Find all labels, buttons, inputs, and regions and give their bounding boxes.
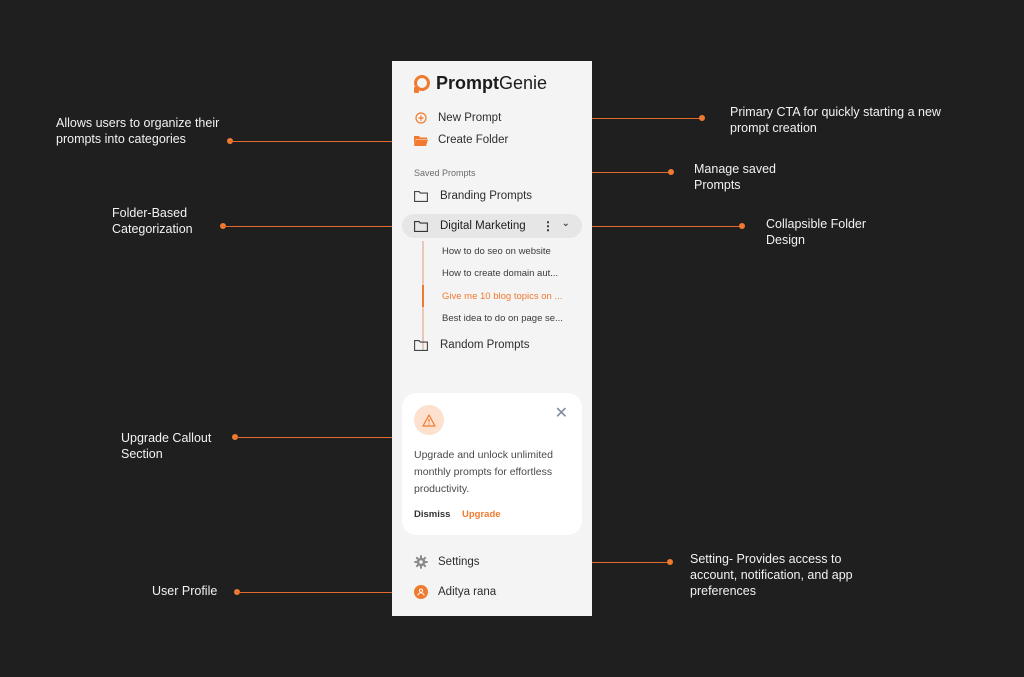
saved-prompts-heading: Saved Prompts — [414, 168, 476, 178]
prompt-item[interactable]: How to create domain aut... — [442, 268, 559, 279]
annotation-dot — [667, 559, 673, 565]
chevron-down-icon[interactable]: ⌄ — [561, 218, 570, 229]
annotation-collapsible: Collapsible Folder Design — [766, 217, 867, 247]
prompt-item-active[interactable]: Give me 10 blog topics on ... — [442, 291, 563, 302]
brand-logo[interactable]: PromptGenie — [414, 71, 547, 95]
tree-active-indicator — [422, 285, 424, 307]
folder-label: Digital Marketing — [440, 220, 526, 232]
folder-icon — [414, 220, 428, 232]
annotation-line — [230, 141, 410, 142]
create-folder-label: Create Folder — [438, 134, 509, 146]
annotation-line — [235, 437, 403, 438]
close-icon[interactable]: ✕ — [554, 405, 568, 422]
settings-button[interactable]: Settings — [414, 555, 480, 569]
annotation-line — [237, 592, 403, 593]
upgrade-button[interactable]: Upgrade — [462, 509, 501, 520]
dismiss-button[interactable]: Dismiss — [414, 509, 451, 520]
annotation-folder-based: Folder-Based Categorization — [112, 206, 193, 236]
brand-name: PromptGenie — [436, 72, 548, 93]
new-prompt-button[interactable]: New Prompt — [414, 111, 501, 125]
user-profile[interactable]: Aditya rana — [414, 585, 496, 599]
annotation-line — [505, 118, 702, 119]
new-prompt-label: New Prompt — [438, 112, 502, 124]
folder-icon — [414, 190, 428, 202]
annotation-upgrade: Upgrade Callout Section — [121, 431, 212, 461]
upgrade-message: Upgrade and unlock unlimited monthly pro… — [414, 449, 553, 495]
avatar — [414, 585, 428, 599]
more-options-icon[interactable]: ⋮ — [542, 219, 554, 233]
annotation-dot — [699, 115, 705, 121]
settings-label: Settings — [438, 556, 480, 568]
upgrade-callout: ✕ Upgrade and unlock unlimited monthly p… — [402, 393, 582, 535]
user-name: Aditya rana — [438, 586, 497, 598]
folder-icon — [414, 339, 428, 351]
folder-branding-prompts[interactable]: Branding Prompts — [414, 190, 532, 202]
folder-random-prompts[interactable]: Random Prompts — [414, 339, 529, 351]
annotation-dot — [739, 223, 745, 229]
annotation-dot — [668, 169, 674, 175]
folder-label: Random Prompts — [440, 339, 530, 351]
prompt-item[interactable]: How to do seo on website — [442, 246, 551, 257]
logo-icon — [414, 75, 430, 93]
plus-circle-icon — [414, 111, 428, 125]
folder-digital-marketing[interactable]: Digital Marketing ⋮ ⌄ — [402, 214, 582, 238]
annotation-line — [578, 226, 742, 227]
annotation-manage: Manage saved Prompts — [694, 162, 777, 192]
folder-label: Branding Prompts — [440, 190, 533, 202]
create-folder-button[interactable]: Create Folder — [414, 133, 508, 147]
sidebar: PromptGenie New Prompt Create Folder Sav… — [392, 61, 592, 616]
annotation-line — [223, 226, 403, 227]
annotation-profile: User Profile — [152, 584, 218, 598]
gear-icon — [414, 555, 428, 569]
annotation-cta: Primary CTA for quickly starting a new p… — [730, 105, 941, 135]
warning-icon — [414, 405, 444, 435]
annotation-settings: Setting- Provides access to account, not… — [690, 552, 853, 598]
folder-open-icon — [414, 133, 428, 147]
annotation-organize: Allows users to organize their prompts i… — [56, 116, 220, 146]
prompt-item[interactable]: Best idea to do on page se... — [442, 313, 563, 324]
